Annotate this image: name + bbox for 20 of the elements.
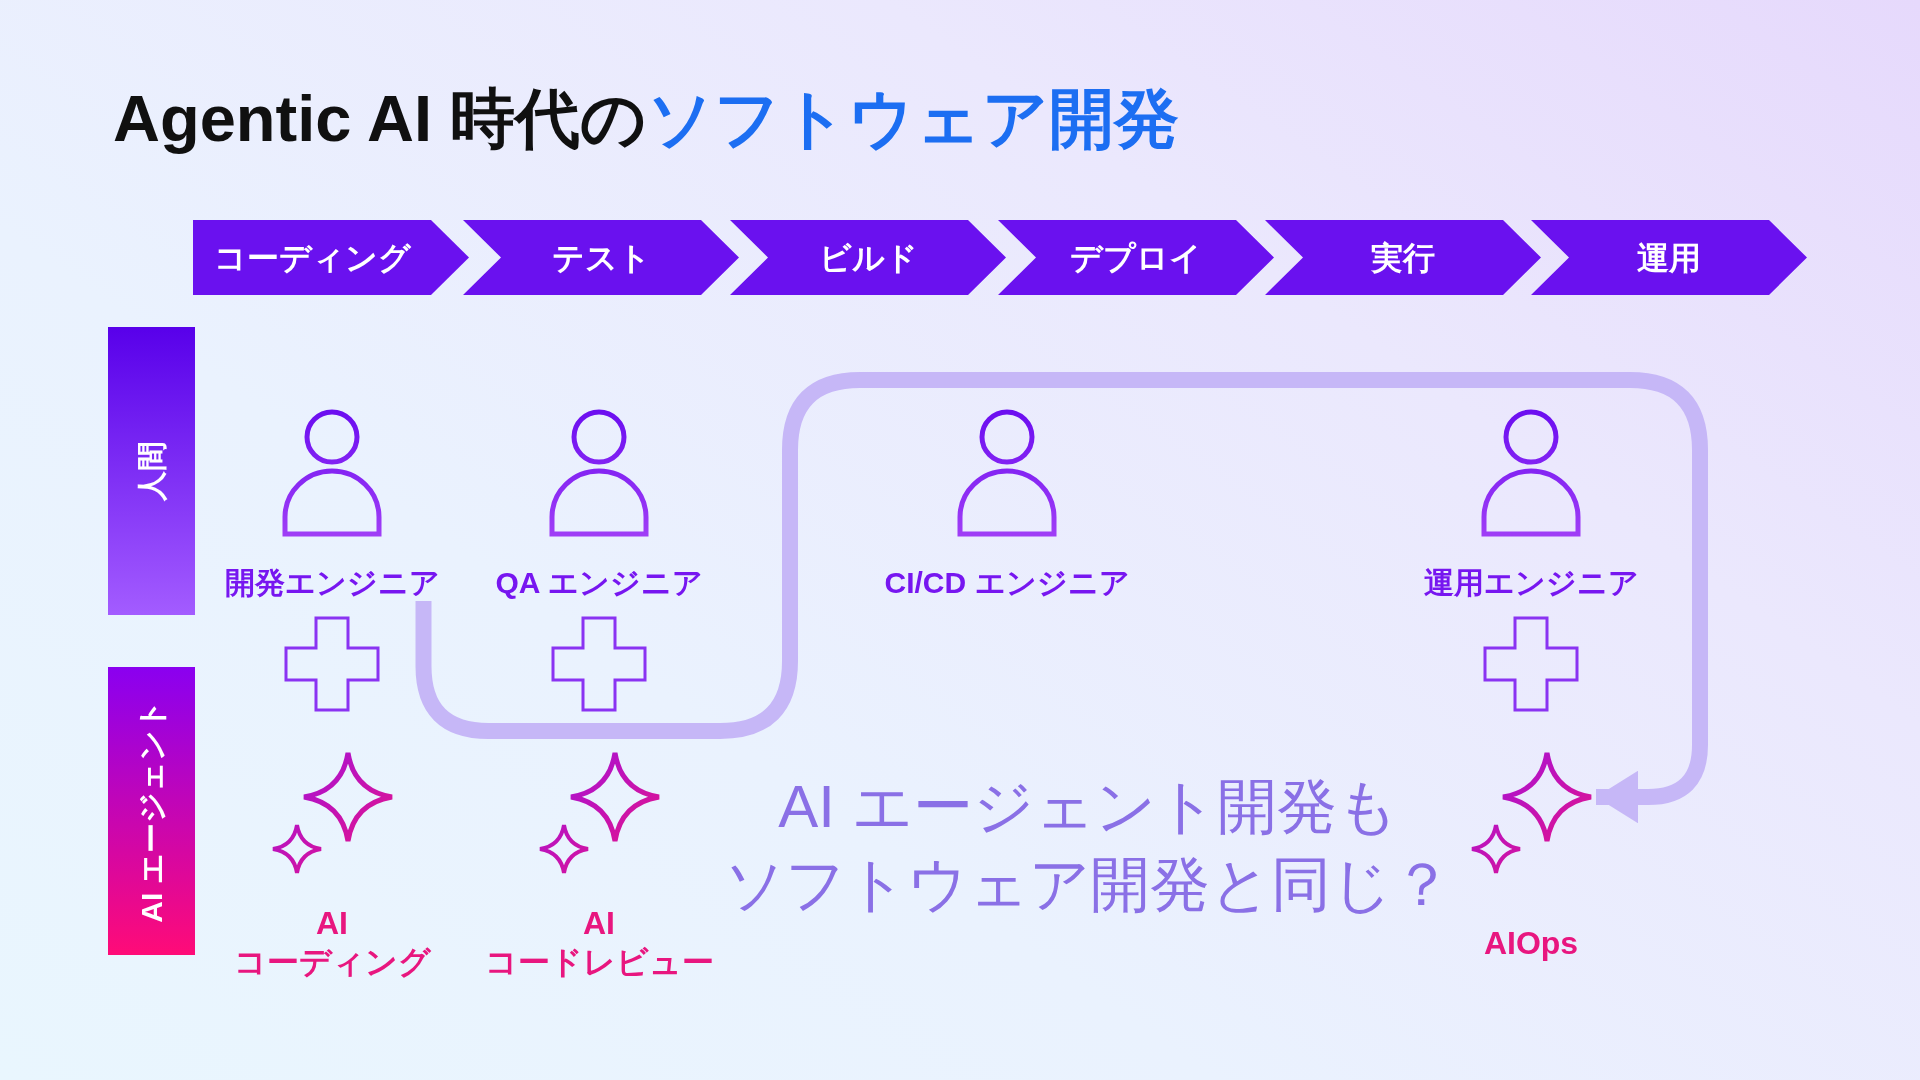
ai-tool-label: AI コードレビュー bbox=[484, 904, 714, 983]
role-label: CI/CD エンジニア bbox=[884, 565, 1130, 601]
role-label: 開発エンジニア bbox=[224, 565, 440, 601]
stage-label: テスト bbox=[551, 238, 651, 277]
role-label: QA エンジニア bbox=[495, 565, 703, 601]
stage-label: 運用 bbox=[1637, 238, 1701, 277]
stage-label: コーディング bbox=[213, 238, 411, 277]
stage-label: デプロイ bbox=[1070, 238, 1202, 277]
role-label: 運用エンジニア bbox=[1423, 565, 1639, 601]
overlay-question-text: AI エージェント開発もソフトウェア開発と同じ？ bbox=[724, 772, 1452, 920]
pipeline-stage bbox=[193, 220, 469, 295]
stage-label: ビルド bbox=[818, 238, 918, 277]
row-header-band bbox=[108, 667, 195, 955]
ai-tool-label: AIOps bbox=[1483, 923, 1579, 963]
stage-label: 実行 bbox=[1371, 238, 1435, 277]
row-header-label: 人間 bbox=[133, 441, 169, 501]
ai-tool-label: AI コーディング bbox=[233, 904, 431, 983]
slide-title: Agentic AI 時代のソフトウェア開発 bbox=[113, 81, 1180, 157]
row-header-band bbox=[108, 327, 195, 615]
row-header-label: AI エージェント bbox=[133, 699, 169, 923]
